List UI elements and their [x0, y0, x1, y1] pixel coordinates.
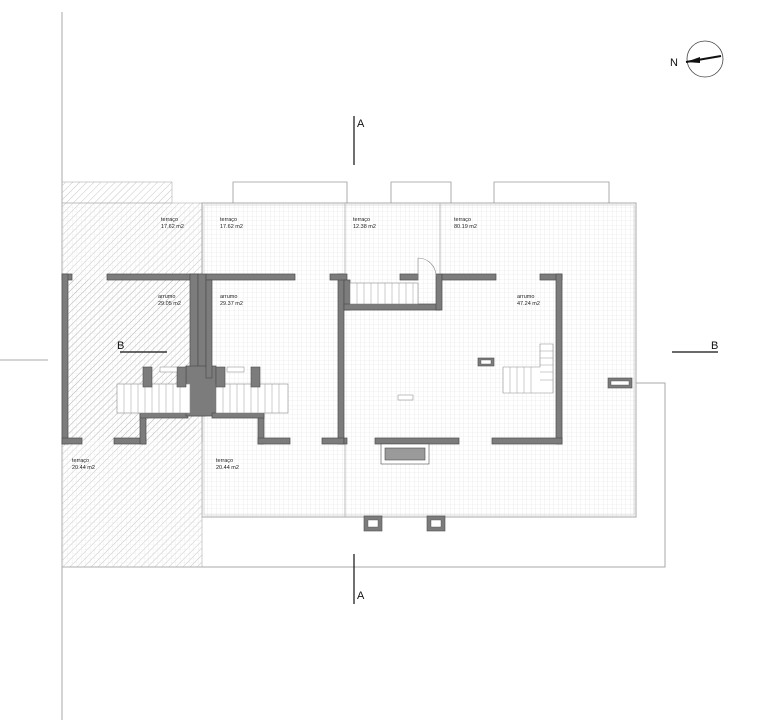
- room-name: terraço: [72, 458, 89, 464]
- room-name: terraço: [220, 217, 237, 223]
- room-name: terraço: [216, 458, 233, 464]
- parapet-outlines: [232, 181, 610, 203]
- terrace-grid: [201, 202, 637, 518]
- stair-treads: [123, 283, 553, 413]
- section-a-bottom-label: A: [357, 590, 365, 602]
- room-area: 20.44 m2: [216, 465, 239, 471]
- room-name: arrumo: [158, 294, 175, 300]
- section-b-left-label: B: [117, 340, 124, 352]
- section-b-right-label: B: [711, 340, 718, 352]
- room-area: 12.38 m2: [353, 224, 376, 230]
- room-name: terraço: [161, 217, 178, 223]
- room-name: terraço: [353, 217, 370, 223]
- north-label: N: [670, 57, 678, 69]
- room-name: arrumo: [220, 294, 237, 300]
- fixture-inner-marks: [367, 359, 630, 528]
- section-lines: [120, 116, 718, 604]
- room-labels: terraço 17.62 m2 terraço 17.62 m2 terraç…: [72, 217, 540, 471]
- room-area: 17.62 m2: [220, 224, 243, 230]
- room-name: arrumo: [517, 294, 534, 300]
- room-area: 20.44 m2: [72, 465, 95, 471]
- small-tags: [159, 366, 414, 401]
- north-arrow-icon: [685, 40, 724, 78]
- door-swing: [417, 257, 437, 280]
- room-area: 47.24 m2: [517, 301, 540, 307]
- walls: [61, 273, 563, 445]
- stairs: [116, 282, 554, 414]
- section-a-top-label: A: [357, 118, 365, 130]
- room-area: 17.62 m2: [161, 224, 184, 230]
- room-name: terraço: [454, 217, 471, 223]
- room-area: 29.05 m2: [158, 301, 181, 307]
- room-area: 80.19 m2: [454, 224, 477, 230]
- room-area: 29.37 m2: [220, 301, 243, 307]
